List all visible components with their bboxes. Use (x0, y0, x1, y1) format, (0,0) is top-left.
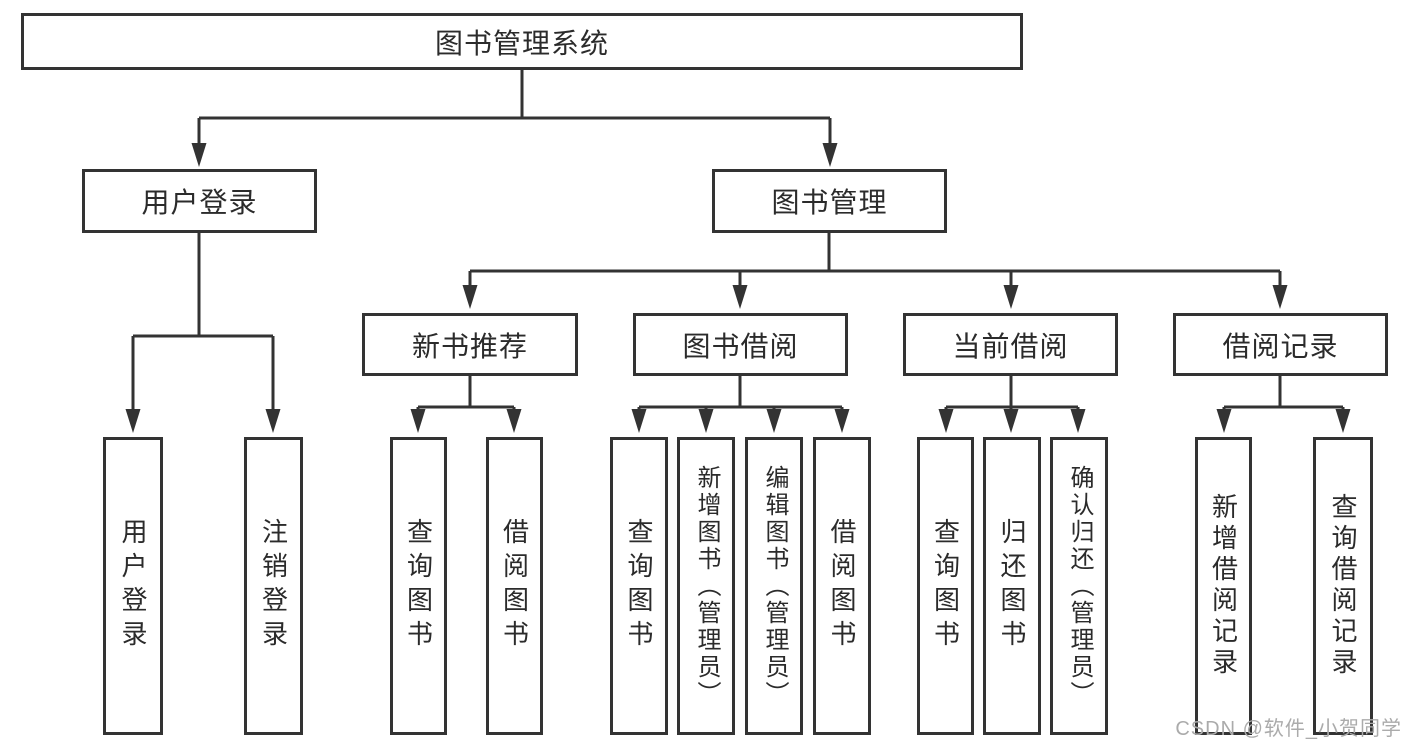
node-book-borrow: 图书借阅 (633, 313, 848, 376)
leaf-current-query-books: 查询图书 (917, 437, 974, 735)
leaf-borrow-borrow-books: 借阅图书 (813, 437, 871, 735)
leaf-newbook-query-books: 查询图书 (390, 437, 447, 735)
leaf-current-confirm-return-admin: 确认归还（管理员） (1050, 437, 1108, 735)
leaf-label: 注销登录 (258, 518, 289, 654)
leaf-label: 查询图书 (403, 518, 434, 654)
leaf-borrow-add-books-admin: 新增图书（管理员） (677, 437, 735, 735)
node-current-borrow: 当前借阅 (903, 313, 1118, 376)
csdn-watermark: CSDN @软件_小贺同学 (1175, 718, 1402, 740)
leaf-label: 归还图书 (997, 518, 1027, 654)
leaf-label: 借阅图书 (499, 518, 530, 654)
node-label: 用户登录 (141, 187, 258, 218)
leaf-label: 借阅图书 (827, 518, 857, 654)
node-new-book-recommend: 新书推荐 (362, 313, 578, 376)
node-label: 图书管理 (771, 187, 888, 218)
node-label: 图书借阅 (682, 330, 799, 362)
leaf-label: 用户登录 (118, 518, 148, 654)
node-label: 图书管理系统 (434, 27, 609, 59)
leaf-records-add-borrow-record: 新增借阅记录 (1195, 437, 1252, 735)
leaf-label: 查询图书 (930, 518, 961, 654)
leaf-label: 查询图书 (624, 518, 654, 654)
leaf-newbook-borrow-books: 借阅图书 (486, 437, 543, 735)
leaf-current-return-books: 归还图书 (983, 437, 1041, 735)
leaf-borrow-edit-books-admin: 编辑图书（管理员） (745, 437, 803, 735)
node-root-library-system: 图书管理系统 (21, 13, 1023, 70)
leaf-label: 新增图书（管理员） (693, 464, 720, 708)
leaf-logout-login: 注销登录 (244, 437, 303, 735)
node-label: 借阅记录 (1222, 330, 1339, 362)
leaf-label: 确认归还（管理员） (1066, 464, 1093, 708)
node-label: 当前借阅 (952, 330, 1069, 362)
node-user-login: 用户登录 (82, 169, 317, 233)
node-book-management: 图书管理 (712, 169, 947, 233)
leaf-label: 查询借阅记录 (1328, 493, 1358, 679)
leaf-records-query-borrow-record: 查询借阅记录 (1313, 437, 1373, 735)
leaf-label: 编辑图书（管理员） (761, 464, 788, 708)
node-borrow-records: 借阅记录 (1173, 313, 1388, 376)
leaf-borrow-query-books: 查询图书 (610, 437, 668, 735)
node-label: 新书推荐 (411, 330, 528, 362)
leaf-label: 新增借阅记录 (1208, 493, 1239, 679)
leaf-user-login: 用户登录 (103, 437, 163, 735)
